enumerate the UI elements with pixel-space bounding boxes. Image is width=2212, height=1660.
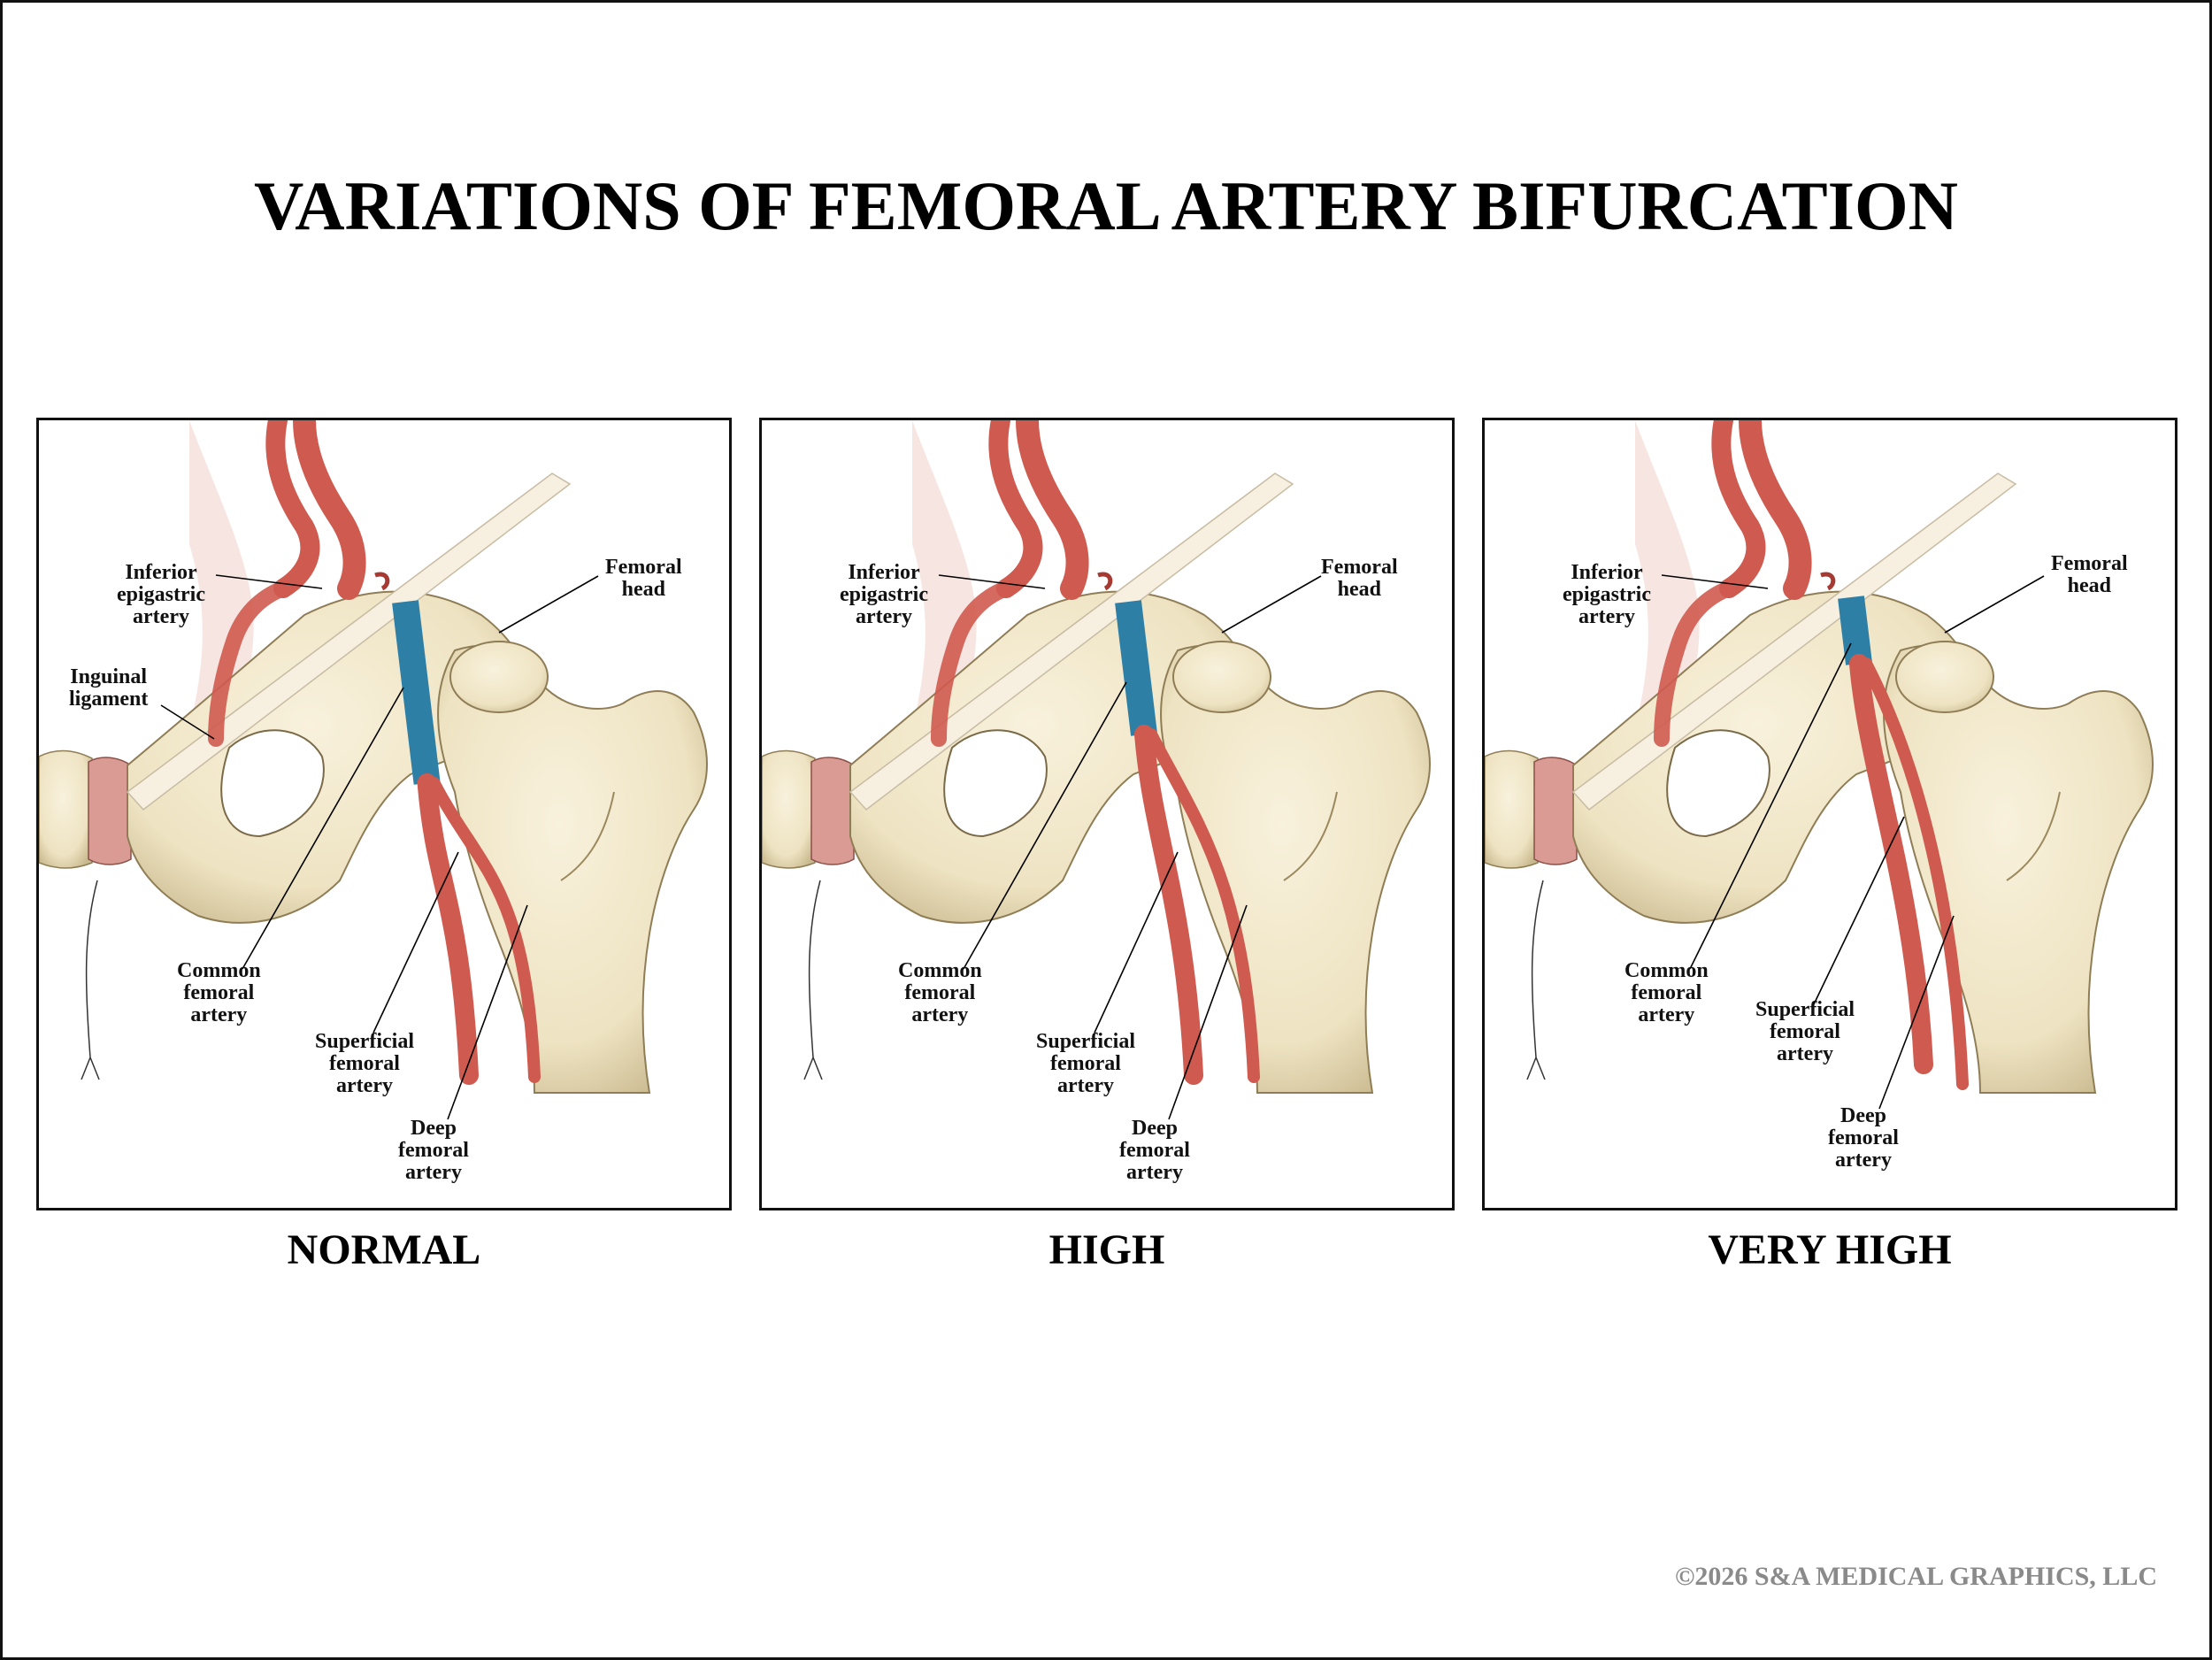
panel-high: Inferior epigastric artery Femoral head … [759, 418, 1455, 1210]
inguinal-ligament [126, 473, 572, 811]
leader-deep-femoral [447, 904, 528, 1120]
inguinal-ligament [1571, 473, 2017, 811]
leader-femoral-head [498, 575, 599, 634]
symphysis-outline [1526, 880, 1546, 1080]
leader-deep-femoral [1878, 915, 1955, 1110]
very-high-anatomy-illustration [1485, 420, 2154, 1110]
iliac-artery-loop [1711, 420, 1766, 598]
label-superficial-femoral-artery: Superficial femoral artery [1755, 998, 1855, 1065]
caption-high: HIGH [1048, 1226, 1165, 1273]
panel-very-high: Inferior epigastric artery Femoral head … [1482, 418, 2177, 1210]
label-femoral-head: Femoral head [605, 556, 682, 601]
external-iliac-artery [1739, 420, 1812, 600]
epigastric-loop [374, 572, 390, 591]
leader-femoral-head [1944, 575, 2045, 634]
leader-inguinal-ligament [160, 704, 215, 740]
femoral-head [1895, 641, 1994, 713]
label-femoral-head: Femoral head [1321, 556, 1398, 601]
label-superficial-femoral-artery: Superficial femoral artery [1036, 1030, 1135, 1097]
diagram-title: VARIATIONS OF FEMORAL ARTERY BIFURCATION [254, 167, 1958, 244]
leader-inferior-epigastric [215, 574, 323, 589]
superficial-femoral-artery [1134, 725, 1203, 1085]
label-deep-femoral-artery: Deep femoral artery [1119, 1117, 1190, 1184]
iliac-artery-loop [265, 420, 320, 598]
leader-common-femoral [1689, 642, 1852, 970]
label-inferior-epigastric-artery: Inferior epigastric artery [840, 561, 928, 628]
pubic-bone-left [1485, 749, 1539, 869]
caption-very-high: VERY HIGH [1708, 1226, 1952, 1273]
inferior-epigastric-artery [1654, 580, 1737, 747]
trochanter-line [2006, 791, 2061, 881]
high-anatomy-illustration [762, 420, 1431, 1120]
leader-superficial-femoral [1094, 851, 1179, 1034]
caption-normal: NORMAL [287, 1226, 481, 1273]
pubic-symphysis-disc [88, 757, 132, 865]
deep-femoral-artery [1145, 728, 1260, 1083]
symphysis-outline [803, 880, 823, 1080]
femoral-head [449, 641, 549, 713]
label-deep-femoral-artery: Deep femoral artery [1828, 1104, 1899, 1172]
external-iliac-artery [1016, 420, 1089, 600]
label-inferior-epigastric-artery: Inferior epigastric artery [1563, 561, 1651, 628]
superficial-femoral-artery [1849, 654, 1933, 1074]
copyright-notice: ©2026 S&A MEDICAL GRAPHICS, LLC [1675, 1562, 2157, 1591]
pubic-bone-left [39, 749, 93, 869]
symphysis-outline [81, 880, 100, 1080]
leader-inferior-epigastric [1661, 574, 1769, 589]
panel-normal: Inferior epigastric artery Inguinal liga… [36, 418, 732, 1210]
obturator-foramen [220, 729, 325, 838]
pubic-bone-left [762, 749, 816, 869]
leader-superficial-femoral [1813, 816, 1905, 1005]
common-femoral-artery [1838, 596, 1872, 665]
epigastric-loop [1820, 572, 1836, 591]
common-femoral-artery [1115, 600, 1157, 736]
obturator-foramen [943, 729, 1048, 838]
iliac-artery-loop [988, 420, 1043, 598]
label-common-femoral-artery: Common femoral artery [177, 959, 261, 1026]
inguinal-ligament [849, 473, 1294, 811]
common-femoral-artery [392, 600, 441, 785]
inferior-epigastric-artery [208, 580, 291, 747]
obturator-foramen [1666, 729, 1770, 838]
deep-femoral-artery [427, 777, 541, 1083]
label-deep-femoral-artery: Deep femoral artery [398, 1117, 469, 1184]
pubic-symphysis-disc [1533, 757, 1578, 865]
leader-femoral-head [1221, 575, 1322, 634]
label-femoral-head: Femoral head [2051, 552, 2128, 597]
trochanter-line [560, 791, 615, 881]
label-inferior-epigastric-artery: Inferior epigastric artery [117, 561, 205, 628]
femur-bone [1160, 644, 1431, 1094]
normal-anatomy-illustration [39, 420, 708, 1120]
femur-bone [1883, 644, 2154, 1094]
trochanter-line [1283, 791, 1338, 881]
superficial-femoral-artery [417, 773, 479, 1085]
pubic-symphysis-disc [810, 757, 855, 865]
epigastric-loop [1097, 572, 1113, 591]
leader-common-femoral [242, 687, 404, 970]
label-common-femoral-artery: Common femoral artery [1624, 959, 1709, 1026]
femur-bone [437, 644, 708, 1094]
label-superficial-femoral-artery: Superficial femoral artery [315, 1030, 414, 1097]
femoral-head [1172, 641, 1271, 713]
leader-inferior-epigastric [938, 574, 1046, 589]
leader-superficial-femoral [373, 851, 459, 1034]
label-inguinal-ligament: Inguinal ligament [69, 665, 149, 711]
inferior-epigastric-artery [931, 580, 1014, 747]
external-iliac-artery [293, 420, 366, 600]
deep-femoral-artery [1860, 657, 1969, 1090]
label-common-femoral-artery: Common femoral artery [898, 959, 982, 1026]
leader-deep-femoral [1168, 904, 1248, 1120]
leader-common-femoral [963, 681, 1127, 970]
